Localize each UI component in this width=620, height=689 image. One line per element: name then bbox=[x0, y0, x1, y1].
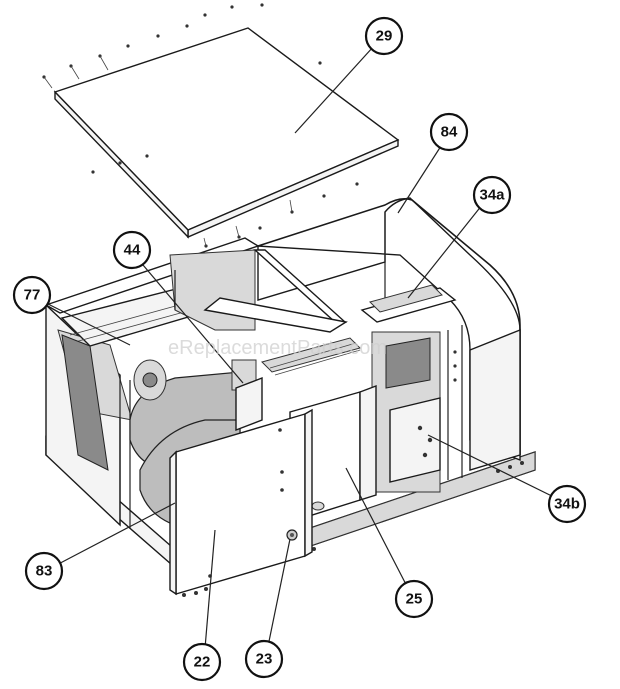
watermark: eReplacementParts.com bbox=[168, 337, 387, 359]
callout-77-label: 77 bbox=[24, 287, 41, 304]
callout-23-label: 23 bbox=[256, 651, 273, 668]
callout-77: 77 bbox=[12, 275, 52, 315]
evaporator-coil-section bbox=[57, 249, 256, 528]
callout-84-label: 84 bbox=[441, 124, 458, 141]
callout-29-label: 29 bbox=[376, 28, 393, 45]
callout-22-label: 22 bbox=[194, 654, 211, 671]
callout-25-label: 25 bbox=[406, 591, 423, 608]
callout-83: 83 bbox=[24, 551, 64, 591]
callout-25: 25 bbox=[394, 579, 434, 619]
callout-83-label: 83 bbox=[36, 563, 53, 580]
callout-23: 23 bbox=[244, 639, 284, 679]
callout-44: 44 bbox=[112, 230, 152, 270]
callout-34b: 34b bbox=[547, 484, 587, 524]
control-box bbox=[360, 284, 463, 493]
callout-34a: 34a bbox=[472, 175, 512, 215]
callout-22: 22 bbox=[182, 642, 222, 682]
callout-34b-label: 34b bbox=[554, 496, 580, 513]
callout-84: 84 bbox=[429, 112, 469, 152]
center-divider bbox=[203, 249, 361, 432]
callout-29: 29 bbox=[364, 16, 404, 56]
leader-lines bbox=[31, 35, 567, 661]
front-access-panel-22 bbox=[169, 408, 313, 596]
top-cover-panel bbox=[42, 3, 400, 248]
callout-34a-label: 34a bbox=[479, 187, 505, 204]
callout-44-label: 44 bbox=[124, 242, 141, 259]
